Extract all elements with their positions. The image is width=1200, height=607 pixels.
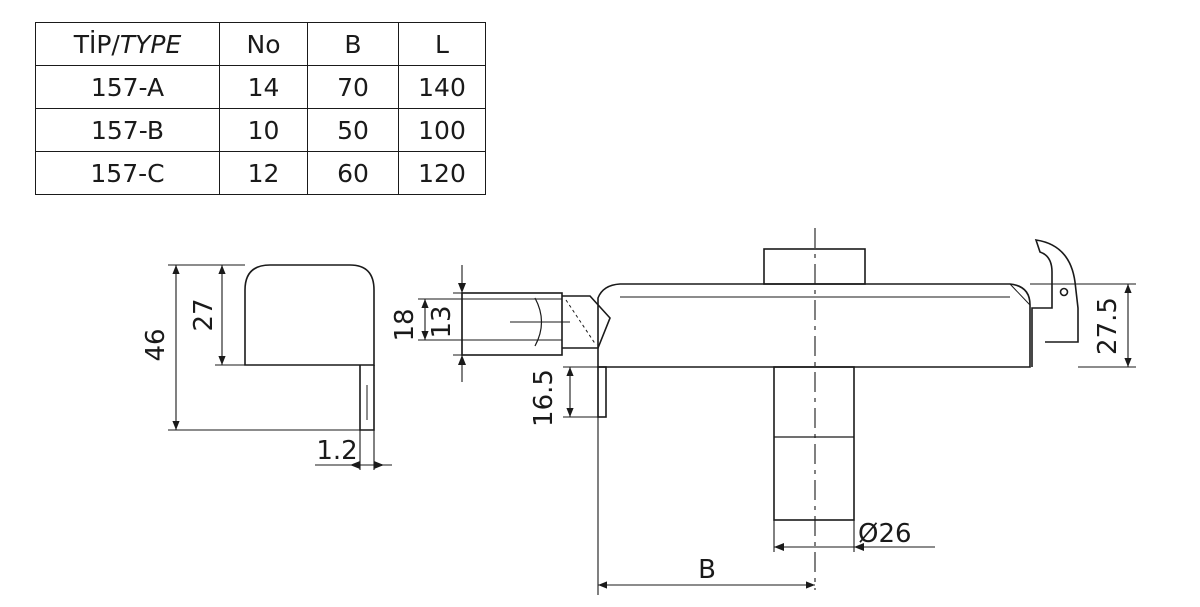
cell-l: 140 xyxy=(398,65,486,109)
bottom-cylinder xyxy=(773,366,855,521)
cell-l: 120 xyxy=(398,151,486,195)
dim-diameter: Ø26 xyxy=(858,519,912,549)
dim-27-5: 27.5 xyxy=(1093,297,1123,355)
cell-type: 157-C xyxy=(35,151,220,195)
bolt-head xyxy=(562,295,611,349)
drop-leg xyxy=(597,366,607,418)
header-b: B xyxy=(307,22,399,66)
dim-16-5: 16.5 xyxy=(529,369,559,427)
cell-l: 100 xyxy=(398,108,486,152)
bolt-stem xyxy=(461,292,563,356)
latch-hook xyxy=(1031,239,1079,367)
side-view xyxy=(168,264,392,470)
header-type-tr: TİP/ xyxy=(73,29,120,59)
cover-profile xyxy=(244,264,375,366)
header-type: TİP/TYPE xyxy=(35,22,220,66)
table-row: 157-C 12 60 120 xyxy=(35,151,486,195)
dim-18: 18 xyxy=(390,308,420,341)
dim-27: 27 xyxy=(189,298,219,331)
front-view xyxy=(418,228,1136,595)
dim-46: 46 xyxy=(141,328,171,361)
latch-pin xyxy=(1059,287,1069,297)
cell-b: 60 xyxy=(307,151,399,195)
dim-1-2: 1.2 xyxy=(316,436,357,466)
specs-table: TİP/TYPE No B L 157-A 14 70 140 157-B 10… xyxy=(35,22,486,195)
cover-tab xyxy=(359,365,375,431)
header-type-en: TYPE xyxy=(119,29,182,59)
dim-13: 13 xyxy=(427,305,457,338)
dim-b: B xyxy=(698,555,716,585)
cell-no: 12 xyxy=(219,151,308,195)
cell-no: 10 xyxy=(219,108,308,152)
